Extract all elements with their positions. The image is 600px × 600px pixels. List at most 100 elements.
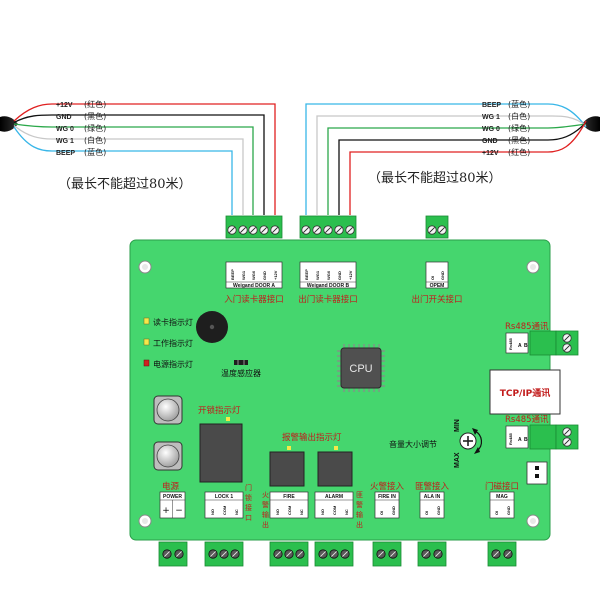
lock1-caption: 门 锁 接 口 [245, 483, 252, 522]
alarm-in-plate: ALA IN OI GND [419, 491, 445, 519]
right-wire-note: (红色) [508, 147, 530, 157]
exit-button-caption: 出门开关接口 [411, 294, 462, 305]
power-led-label: 电源指示灯 [153, 359, 193, 369]
magnet-terminal[interactable] [487, 541, 517, 567]
wire-wg0-right [327, 123, 587, 215]
right-wire-labels: BEEP (蓝色) WG 1 (白色) WG 0 (绿色) GND (黑色) +… [482, 99, 530, 157]
door-a-pin: +12V [273, 270, 278, 280]
right-length-limit: （最长不能超过80米） [368, 171, 502, 186]
alarm-in-terminal[interactable] [417, 541, 447, 567]
alarm-in-caption: 匪警接入 [415, 481, 450, 492]
alarm-output-indicator-label: 报警输出指示灯 [282, 432, 342, 443]
door-a-terminal[interactable] [225, 215, 283, 239]
alarm-out-caption: 匪 警 输 出 [356, 491, 363, 529]
lock1-terminal[interactable] [204, 541, 244, 567]
fire-out-caption-char: 输 [262, 510, 269, 519]
exit-button-pin: GND [440, 271, 445, 280]
temperature-sensor [234, 360, 248, 365]
fire-in-terminal[interactable] [372, 541, 402, 567]
rs485-bottom-terminal[interactable] [529, 424, 579, 450]
volume-arrows-icon [472, 428, 483, 454]
alarm-out-caption-char: 出 [356, 520, 363, 529]
power-plate: POWER + − [159, 491, 186, 519]
rs485-top-pin: A [518, 343, 522, 349]
alarm-plate-label: ALARM [325, 494, 343, 500]
tcpip-label: TCP/IP通讯 [500, 387, 551, 399]
rs485-top-pin: B [524, 343, 528, 349]
door-a-pin: WG1 [241, 270, 246, 280]
card-read-led-label: 读卡指示灯 [153, 317, 193, 327]
lock1-caption-char: 口 [245, 514, 252, 522]
alarm-out-caption-char: 匪 [356, 491, 363, 499]
door-a-pin: GND [262, 271, 267, 280]
alarm-out-caption-char: 输 [356, 510, 363, 519]
right-wire-note: (蓝色) [508, 99, 530, 109]
door-a-pin: BEEP [230, 269, 235, 280]
left-wire-label: WG 0 [56, 126, 74, 133]
exit-button-plate: OI GND OPEM [425, 261, 449, 289]
fire-in-pin: GND [391, 506, 396, 515]
fire-plate-label: FIRE [283, 494, 295, 500]
door-a-name: Weigand DOOR A [233, 283, 275, 289]
working-led-label: 工作指示灯 [153, 338, 193, 348]
wire-beep-right [305, 103, 587, 215]
volume-min-label: MIN [454, 419, 461, 432]
power-caption: 电源 [162, 481, 180, 492]
left-wire-note: (蓝色) [84, 147, 106, 157]
door-b-pin: BEEP [304, 269, 309, 280]
fire-in-plate-label: FIRE IN [378, 494, 396, 500]
wire-plus12v-left [13, 103, 276, 215]
lock1-pin: COM [222, 505, 227, 515]
rs485-top-plate-label: Rs485 [508, 337, 513, 350]
alarm-plate: ALARM NO COM NC [314, 491, 354, 519]
left-wire-label: GND [56, 114, 72, 121]
alarm-in-pin: OI [424, 511, 429, 515]
jumper-header[interactable] [526, 461, 548, 485]
power-terminal[interactable] [158, 541, 188, 567]
door-b-plate: BEEP WG1 WG0 GND +12V Weigand DOOR B [299, 261, 357, 289]
magnet-plate-label: MAG [496, 494, 508, 500]
left-wire-note: (红色) [84, 99, 106, 109]
lock1-caption-char: 门 [245, 483, 252, 492]
rs485-bottom-pin: A [518, 437, 522, 443]
alarm-in-pin: GND [436, 506, 441, 515]
volume-knob[interactable] [459, 432, 477, 450]
magnet-pin: OI [494, 511, 499, 515]
fire-relay [269, 451, 305, 487]
magnet-caption: 门磁接口 [485, 481, 519, 492]
rs485-bottom-plate-label: Rs485 [508, 432, 513, 445]
exit-button-terminal[interactable] [425, 215, 449, 239]
wire-wg0-left [13, 123, 254, 215]
rs485-top-plate: Rs485 A B [505, 332, 529, 354]
lock-indicator-label: 开锁指示灯 [198, 405, 241, 416]
door-b-pin: WG1 [315, 270, 320, 280]
cpu-label: CPU [349, 363, 372, 375]
fire-terminal[interactable] [269, 541, 309, 567]
door-b-pin: +12V [348, 270, 353, 280]
fire-out-caption: 火 警 输 出 [262, 491, 269, 529]
lock1-caption-char: 接 [245, 503, 252, 512]
alarm-out-caption-char: 警 [356, 500, 363, 509]
alarm-pin: NO [320, 509, 325, 515]
fire-in-caption: 火警接入 [370, 481, 405, 492]
card-read-led [143, 317, 150, 325]
power-pin-plus: + [162, 506, 170, 516]
door-b-terminal[interactable] [299, 215, 357, 239]
door-a-plate: BEEP WG1 WG0 GND +12V Weigand DOOR A [225, 261, 283, 289]
rs485-top-title: Rs485通讯 [505, 321, 549, 332]
rs485-top-terminal[interactable] [529, 330, 579, 356]
door-b-pin: WG0 [326, 270, 331, 280]
lock-relay [199, 423, 243, 483]
temperature-sensor-label: 温度感应器 [221, 368, 261, 378]
alarm-terminal[interactable] [314, 541, 354, 567]
right-wire-label: BEEP [482, 102, 501, 109]
alarm-in-plate-label: ALA IN [424, 494, 441, 500]
fire-out-caption-char: 火 [262, 491, 269, 499]
fire-in-pin: OI [379, 511, 384, 515]
fire-pin: NO [275, 509, 280, 515]
tcpip-port[interactable]: TCP/IP通讯 [489, 369, 561, 415]
lock1-pin: NO [210, 509, 215, 515]
wire-gnd-right [338, 122, 587, 215]
right-wire-note: (绿色) [508, 123, 530, 133]
alarm-pin: NC [344, 509, 349, 515]
